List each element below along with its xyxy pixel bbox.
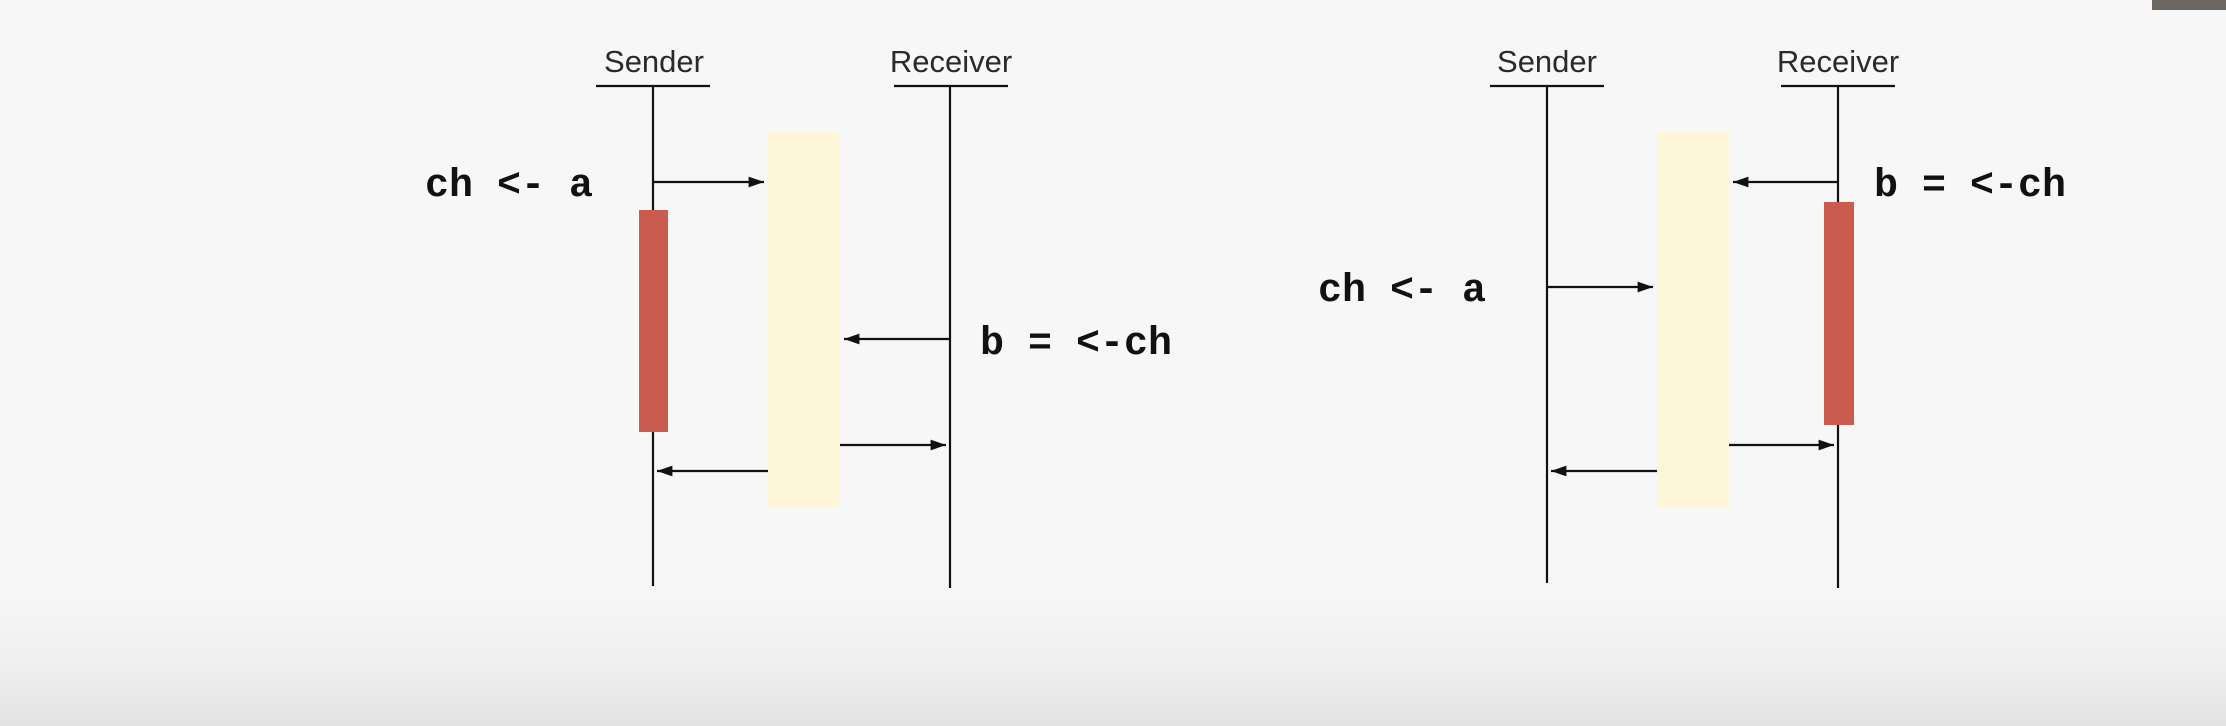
channel-buffer: [768, 132, 840, 507]
send-statement: ch <- a: [425, 164, 593, 209]
receiver-blocked-bar: [1824, 202, 1854, 425]
receiver-label: Receiver: [1777, 44, 1899, 79]
diagram-right: Sender Receiver b = <-ch ch <- a: [1318, 44, 2066, 588]
send-statement: ch <- a: [1318, 269, 1486, 314]
diagram-left: Sender Receiver ch <- a b = <-ch: [425, 44, 1172, 588]
sender-label: Sender: [604, 44, 704, 79]
sender-label: Sender: [1497, 44, 1597, 79]
bottom-shade: [0, 560, 2226, 726]
receiver-label: Receiver: [890, 44, 1012, 79]
corner-thumbnail: [2152, 0, 2226, 10]
sender-blocked-bar: [639, 210, 668, 432]
receive-statement: b = <-ch: [1874, 164, 2066, 209]
receive-statement: b = <-ch: [980, 322, 1172, 367]
channel-buffer: [1657, 132, 1729, 507]
